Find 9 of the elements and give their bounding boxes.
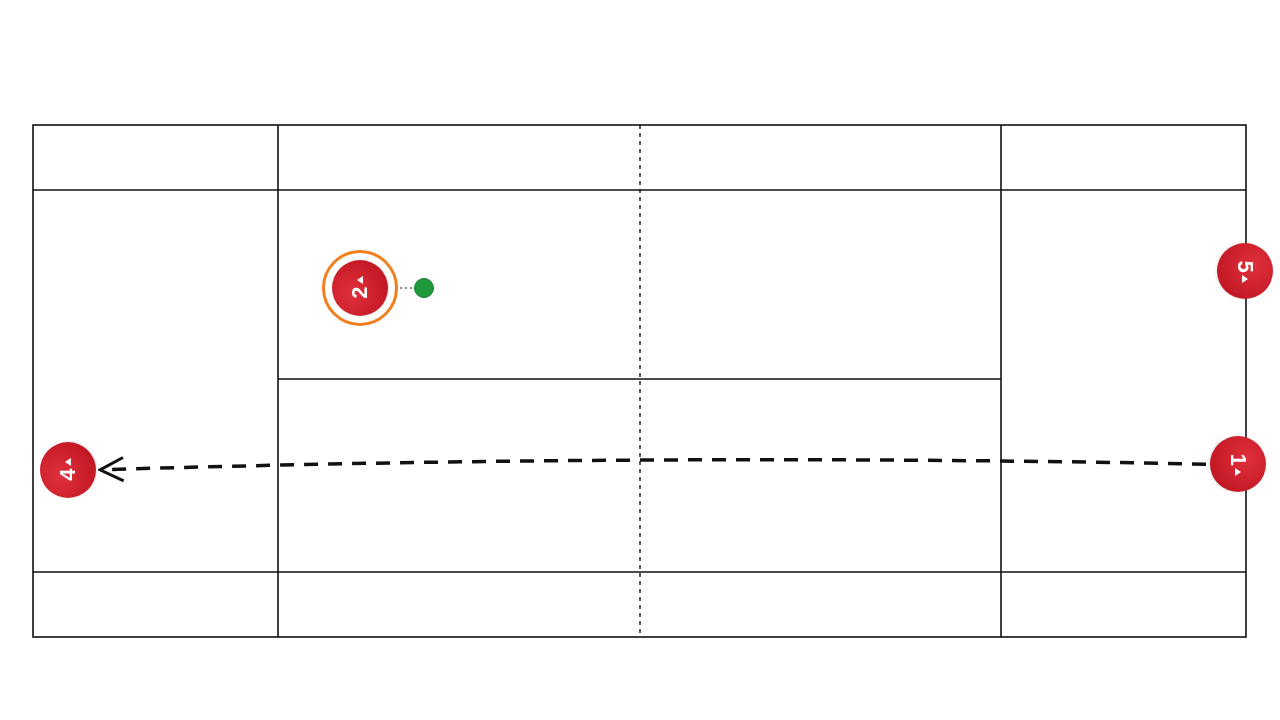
player-number: 2 <box>349 286 371 299</box>
pass-line <box>399 287 413 289</box>
player-marker <box>40 442 96 498</box>
player-number: 4 <box>57 468 79 481</box>
movement-arrow <box>98 456 1207 483</box>
player-marker <box>1210 436 1266 492</box>
player-number: 1 <box>1227 453 1249 466</box>
player-marker <box>1217 243 1273 299</box>
player-number: 5 <box>1234 260 1256 273</box>
